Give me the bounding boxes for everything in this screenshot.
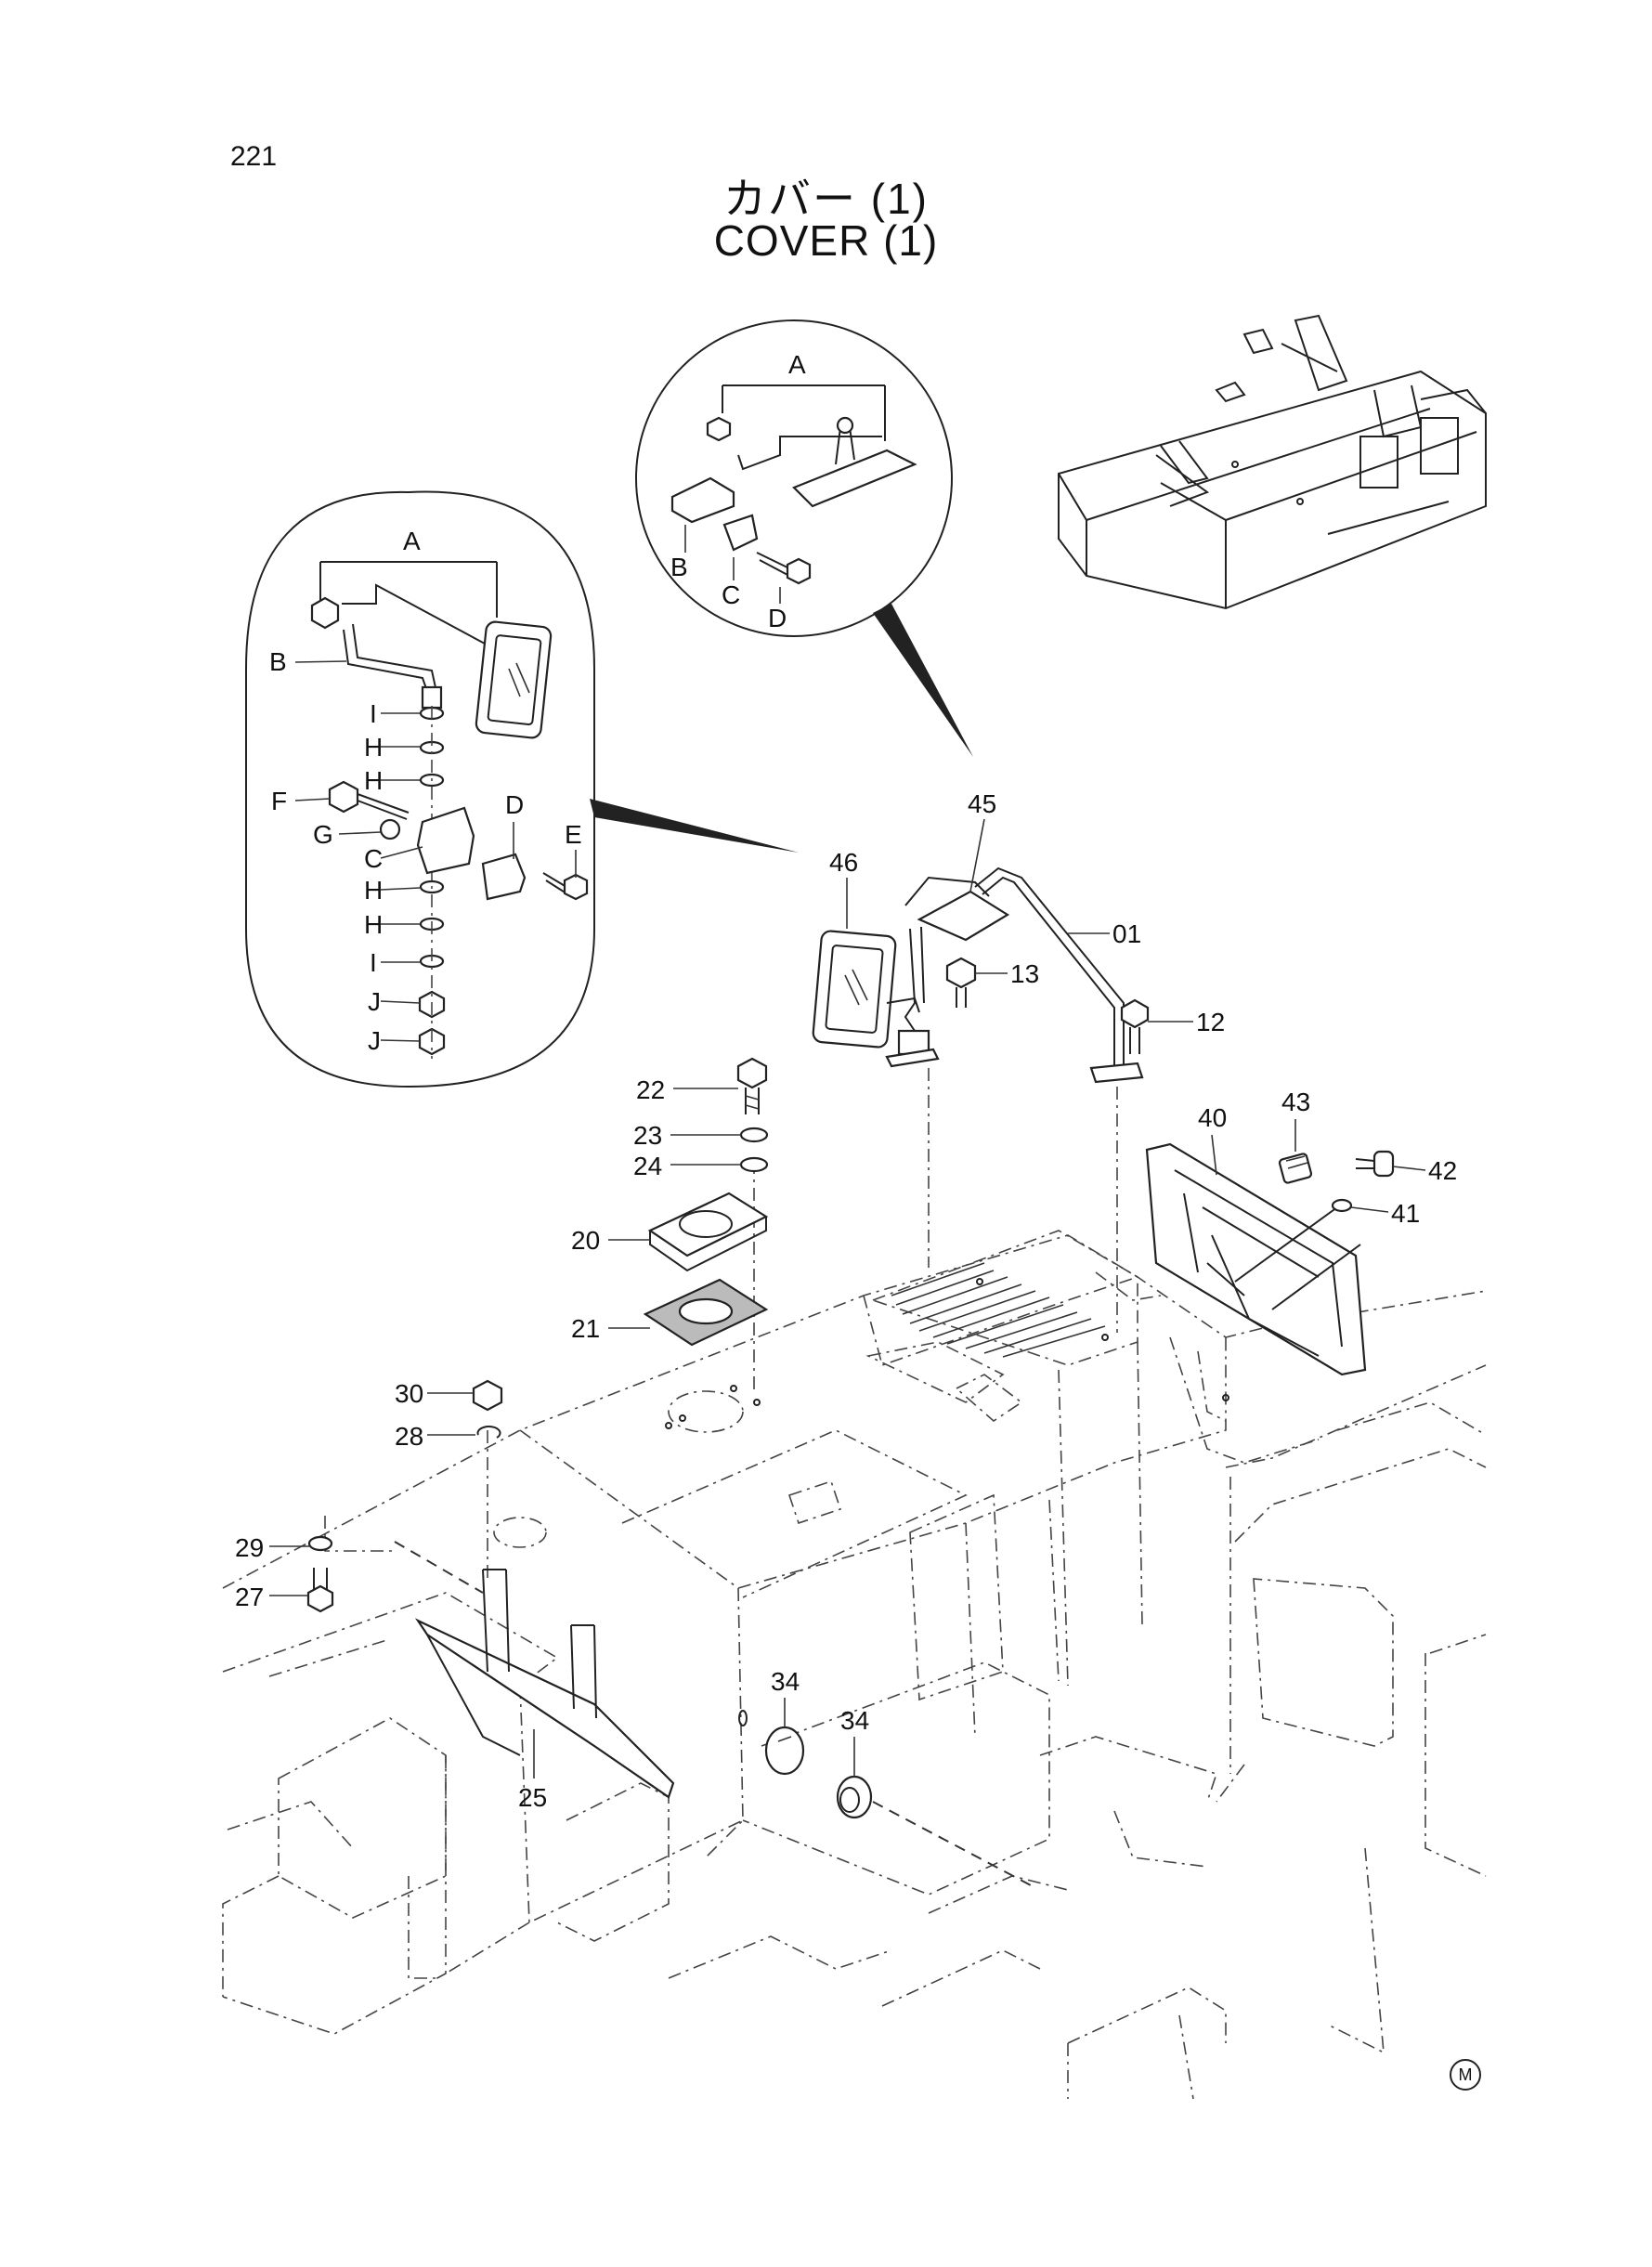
callout-number: 27	[235, 1583, 264, 1611]
callout-number: 20	[571, 1226, 600, 1255]
part-42-bolt	[1355, 1150, 1395, 1178]
part-29-washer	[307, 1535, 333, 1552]
callout-number: 22	[636, 1075, 665, 1104]
part-01-handrail	[974, 866, 1144, 1084]
callout-leaders	[269, 818, 1426, 1778]
mirror-detail-letter: H	[364, 766, 383, 795]
part-34-clip-2	[836, 1775, 873, 1819]
drop-line	[324, 1516, 395, 1552]
mirror-detail-letter: C	[364, 844, 383, 873]
callout-number: 25	[518, 1783, 547, 1812]
footer-m-mark: M	[1450, 2059, 1481, 2091]
mirror-detail-letter: G	[313, 820, 333, 849]
mirror-detail-letter: F	[271, 787, 287, 815]
part-41-washer	[1331, 1198, 1353, 1213]
mirror-detail-letter: A	[403, 527, 421, 555]
mirror-detail-letter: H	[364, 733, 383, 762]
mirror-detail-letter: B	[269, 647, 287, 676]
part-46-mirror	[812, 930, 897, 1049]
mirror-detail-letter: E	[565, 820, 582, 849]
callout-number: 34	[840, 1706, 869, 1735]
page-title-japanese: カバー (1)	[723, 175, 929, 223]
lamp-detail-letter: A	[788, 350, 806, 379]
part-30-nut	[472, 1379, 503, 1412]
part-34-clip	[738, 1710, 805, 1776]
callout-number: 40	[1198, 1103, 1227, 1132]
part-28-spring-washer	[476, 1426, 501, 1439]
mirror-detail-letter: I	[370, 699, 377, 728]
mirror-detail-letter: H	[364, 910, 383, 939]
drop-line	[394, 1541, 484, 1594]
callout-number: 21	[571, 1314, 600, 1343]
lamp-detail-letter: D	[768, 604, 787, 632]
lamp-detail-letter: B	[670, 553, 688, 581]
part-13-bolt	[945, 957, 977, 1008]
part-43-clip	[1278, 1153, 1313, 1184]
drop-line	[872, 1801, 1032, 1886]
lamp-detail-letter: C	[722, 580, 740, 609]
callout-number: 45	[968, 789, 996, 818]
callout-number: 41	[1391, 1199, 1420, 1228]
callout-number: 12	[1196, 1008, 1225, 1036]
mirror-detail-letter: J	[368, 987, 381, 1016]
part-12-bolt	[1120, 998, 1150, 1054]
callout-number: 42	[1428, 1156, 1457, 1185]
part-24-washer	[739, 1156, 769, 1173]
callout-number: 13	[1010, 959, 1039, 988]
mirror-detail-view: A B I H H F G C D E H H I J J	[245, 490, 799, 1088]
callout-number: 30	[395, 1379, 423, 1408]
lamp-detail-view: A B C D	[635, 319, 973, 757]
callout-number: 46	[829, 848, 858, 877]
callout-number: 43	[1281, 1088, 1310, 1116]
mirror-detail-letter: J	[368, 1026, 381, 1055]
page-title-english: COVER (1)	[713, 216, 939, 265]
mirror-detail-letter: D	[505, 790, 524, 819]
mirror-detail-letter: I	[370, 948, 377, 977]
machine-overview-thumbnail	[1058, 314, 1487, 610]
page-number: 221	[230, 141, 278, 172]
callout-number: 24	[633, 1152, 662, 1180]
callout-number: 34	[771, 1667, 800, 1696]
machine-body	[222, 1230, 1487, 2100]
callout-number: 28	[395, 1422, 423, 1451]
hood-grille	[891, 1262, 1106, 1358]
part-22-bolt	[736, 1057, 768, 1114]
callout-number: 23	[633, 1121, 662, 1150]
part-40-panel	[1145, 1142, 1367, 1376]
part-27-bolt	[306, 1568, 334, 1613]
callout-number: 29	[235, 1533, 264, 1562]
part-23-washer	[739, 1127, 769, 1143]
part-21-gasket	[643, 1278, 769, 1347]
mirror-detail-letter: H	[364, 876, 383, 905]
part-20-plate	[647, 1192, 769, 1272]
part-25-bracket	[414, 1569, 675, 1799]
part-45-lamp	[885, 876, 1010, 1068]
callout-number: 01	[1112, 919, 1141, 948]
